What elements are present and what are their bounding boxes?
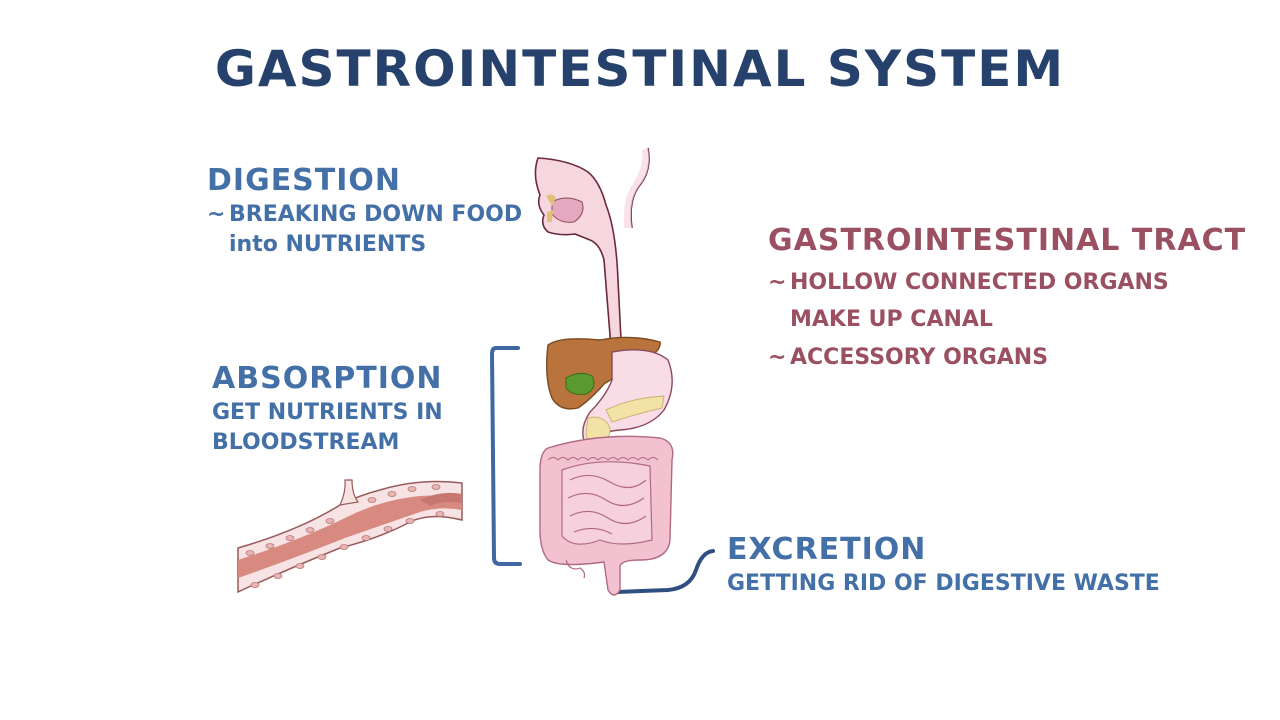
digestion-heading: DIGESTION [207, 163, 402, 198]
absorption-bracket [489, 346, 522, 566]
excretion-section: EXCRETION GETTING RID OF DIGESTIVE WASTE [727, 531, 1160, 599]
tilde-bullet: ~ [207, 202, 226, 227]
gi-tract-heading: GASTROINTESTINAL TRACT [768, 223, 1247, 258]
gi-tract-item-1-line-1: ~HOLLOW CONNECTED ORGANS [768, 264, 1246, 301]
absorption-heading: ABSORPTION [212, 361, 443, 396]
excretion-line-1: GETTING RID OF DIGESTIVE WASTE [727, 571, 1160, 596]
digestion-line-2: into NUTRIENTS [229, 232, 427, 257]
gallbladder [565, 372, 595, 395]
absorption-line-2: BLOODSTREAM [212, 430, 400, 455]
gi-tract-item-1-line-2: MAKE UP CANAL [790, 307, 993, 332]
excretion-connector-line [615, 549, 715, 594]
digestion-line-1: ~BREAKING DOWN FOOD [207, 200, 522, 230]
blood-vessel-illustration [237, 479, 463, 594]
digestive-system-illustration [534, 147, 674, 596]
gi-tract-item-2-line-1: ~ACCESSORY ORGANS [768, 338, 1246, 378]
digestion-section: DIGESTION ~BREAKING DOWN FOOD into NUTRI… [207, 162, 522, 260]
tilde-bullet: ~ [768, 345, 787, 370]
pancreas [605, 395, 665, 423]
gi-tract-section: GASTROINTESTINAL TRACT ~HOLLOW CONNECTED… [768, 222, 1246, 378]
excretion-heading: EXCRETION [727, 532, 927, 567]
mouth-head [534, 157, 623, 361]
tilde-bullet: ~ [768, 270, 787, 295]
page-title: GASTROINTESTINAL SYSTEM [214, 40, 1066, 98]
absorption-section: ABSORPTION GET NUTRIENTS IN BLOODSTREAM [212, 360, 443, 458]
absorption-line-1: GET NUTRIENTS IN [212, 400, 443, 425]
